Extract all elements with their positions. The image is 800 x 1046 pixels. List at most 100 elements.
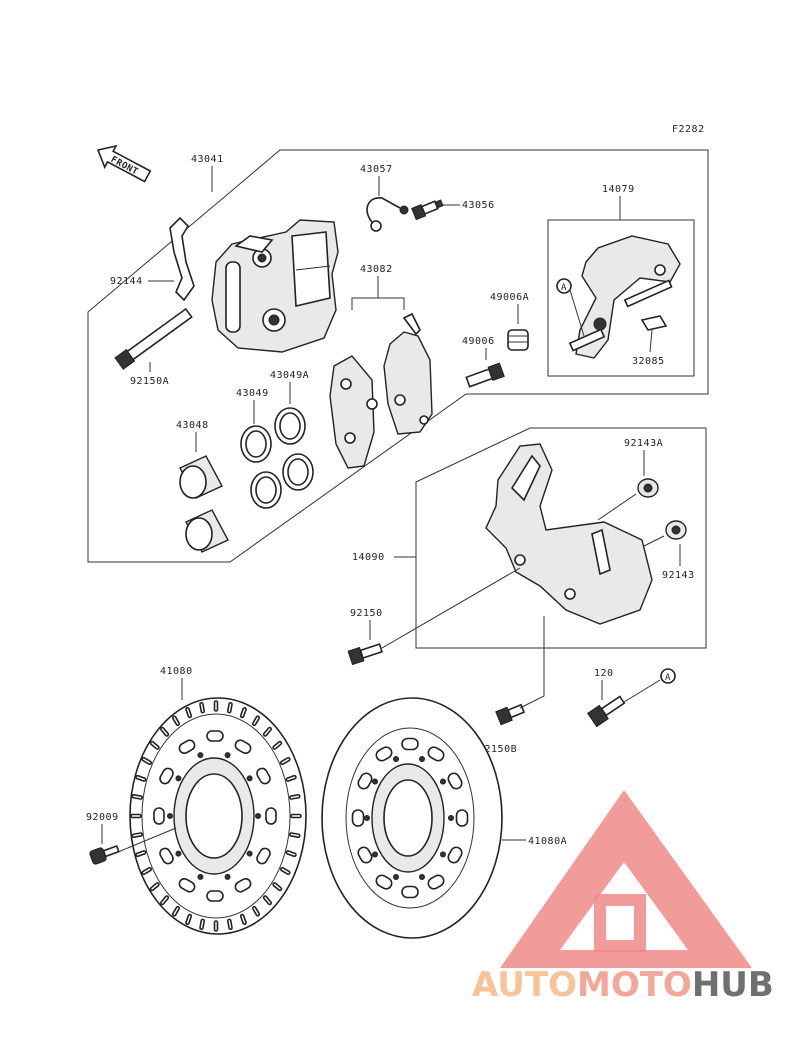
label-41080: 41080 <box>160 666 193 677</box>
disc-rivet <box>393 756 400 763</box>
bleeder-valve-43056 <box>411 199 444 221</box>
pad-spring-92144 <box>169 216 195 302</box>
label-92143: 92143 <box>662 570 695 581</box>
disc-slot <box>285 774 297 782</box>
figure-code: F2282 <box>672 124 705 135</box>
pin-92150A <box>114 307 193 370</box>
disc-rivet <box>372 778 379 785</box>
disc-slot <box>213 920 219 932</box>
label-43056: 43056 <box>462 200 495 211</box>
disc-slot <box>185 707 193 719</box>
disc-slot <box>285 850 297 858</box>
svg-text:AUTOMOTOHUB: AUTOMOTOHUB <box>472 965 774 1005</box>
brake-disc-41080 <box>129 697 307 935</box>
disc-slot <box>171 905 181 917</box>
pad-retainer-32085 <box>640 315 668 331</box>
disc-hole <box>153 807 165 825</box>
disc-slot <box>239 913 247 925</box>
disc-hole <box>447 846 463 864</box>
watermark-triangle-icon <box>500 790 752 968</box>
disc-rivet <box>439 851 446 858</box>
label-43082: 43082 <box>360 264 393 275</box>
disc-rivet <box>418 873 425 880</box>
disc-hole <box>234 877 252 893</box>
disc-slot <box>131 793 143 800</box>
disc-slot <box>272 740 283 750</box>
disc-hole <box>401 737 419 751</box>
slide-pin-49006 <box>465 362 505 388</box>
disc-slot <box>289 832 301 839</box>
bolt-92150B <box>495 703 526 726</box>
disc-rivet <box>246 775 253 782</box>
label-92150B: 92150B <box>478 744 517 755</box>
washer-92143 <box>665 520 687 540</box>
disc-hole <box>256 847 271 865</box>
disc-rivet <box>439 778 446 785</box>
disc-hole <box>206 890 224 902</box>
ref-marker-a-upper: A <box>556 278 572 294</box>
seal-43049A-lower <box>282 453 314 491</box>
disc-slot <box>141 866 153 876</box>
disc-rivet <box>364 815 370 821</box>
disc-slot <box>251 905 261 917</box>
disc-slot <box>149 740 160 750</box>
disc-hole <box>265 807 277 825</box>
disc-slot <box>135 774 147 782</box>
disc-slot <box>171 715 181 727</box>
disc-hole <box>178 877 196 893</box>
disc-slot <box>185 913 193 925</box>
disc-slot <box>199 918 206 931</box>
brake-disc-41080A <box>321 697 503 939</box>
label-92150A: 92150A <box>130 376 169 387</box>
label-92009: 92009 <box>86 812 119 823</box>
disc-hole <box>427 746 445 762</box>
label-92143A: 92143A <box>624 438 663 449</box>
disc-hole <box>351 809 365 827</box>
label-49006A: 49006A <box>490 292 529 303</box>
watermark-part-2: MOTO <box>577 965 692 1005</box>
disc-slot <box>135 850 147 858</box>
seal-43049A-upper <box>274 407 306 445</box>
watermark-part-3: HUB <box>692 965 774 1005</box>
disc-slot <box>239 707 247 719</box>
label-43041: 43041 <box>191 154 224 165</box>
disc-cover-14090 <box>485 443 653 625</box>
bracket-box-14079 <box>547 219 695 377</box>
label-41080A: 41080A <box>528 836 567 847</box>
piston-lower <box>185 509 229 553</box>
label-92144: 92144 <box>110 276 143 287</box>
disc-hole <box>357 846 373 864</box>
disc-slot <box>279 866 291 876</box>
brake-pad-outer <box>329 355 375 469</box>
disc-rivet <box>448 815 454 821</box>
disc-rivet <box>255 813 261 819</box>
screw-92009 <box>89 844 120 865</box>
label-43049: 43049 <box>236 388 269 399</box>
bleeder-cap-43057 <box>366 197 409 232</box>
disc-slot <box>130 813 142 819</box>
disc-cover-frame-14090 <box>415 427 707 649</box>
caliper-assembly-frame <box>87 149 709 563</box>
svg-text:A: A <box>665 673 671 683</box>
disc-hole <box>234 739 252 755</box>
piston-upper <box>179 455 223 499</box>
seal-43049-upper <box>240 425 272 463</box>
disc-slot <box>141 756 153 766</box>
disc-rivet <box>224 752 231 759</box>
disc-rivet <box>418 756 425 763</box>
disc-hole <box>455 809 469 827</box>
disc-slot <box>226 701 233 714</box>
disc-hole <box>427 874 445 890</box>
label-92150: 92150 <box>350 608 383 619</box>
disc-hole <box>159 767 174 785</box>
disc-slot <box>262 895 272 906</box>
label-49006: 49006 <box>462 336 495 347</box>
bolt-92150 <box>347 643 383 666</box>
disc-hole <box>206 730 224 742</box>
svg-text:A: A <box>561 283 567 293</box>
disc-rivet <box>197 752 204 759</box>
disc-hole <box>401 885 419 899</box>
disc-hole <box>178 739 196 755</box>
front-arrow-icon: FRONT <box>96 144 152 183</box>
